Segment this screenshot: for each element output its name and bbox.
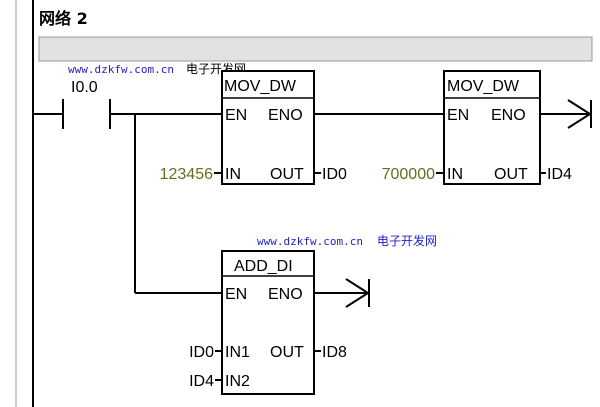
watermark-text: 电子开发网 bbox=[377, 233, 437, 248]
block-2-out: OUT bbox=[494, 166, 528, 183]
network-title: 网络 2 bbox=[39, 9, 88, 28]
network-comment-bar[interactable] bbox=[38, 36, 593, 62]
block-1-out-value[interactable]: ID0 bbox=[322, 166, 347, 183]
block-3-in2: IN2 bbox=[225, 373, 250, 390]
block-2-in-value[interactable]: 700000 bbox=[382, 166, 435, 183]
block-3-out-value[interactable]: ID8 bbox=[322, 344, 347, 361]
block-3-in1-value[interactable]: ID0 bbox=[189, 344, 214, 361]
block-2-out-value[interactable]: ID4 bbox=[547, 166, 572, 183]
watermark-url: www.dzkfw.com.cn bbox=[257, 235, 363, 248]
mov-dw-block-1[interactable] bbox=[221, 70, 315, 185]
add-di-block[interactable] bbox=[221, 250, 315, 395]
block-1-in: IN bbox=[225, 166, 241, 183]
block-2-en: EN bbox=[447, 107, 469, 124]
block-1-name: MOV_DW bbox=[224, 78, 297, 95]
block-1-out: OUT bbox=[270, 166, 304, 183]
block-1-en: EN bbox=[225, 107, 247, 124]
block-1-eno: ENO bbox=[268, 107, 303, 124]
block-2-in: IN bbox=[447, 166, 463, 183]
block-3-in1: IN1 bbox=[225, 344, 250, 361]
left-gutter bbox=[0, 0, 16, 407]
watermark-url: www.dzkfw.com.cn bbox=[68, 63, 174, 76]
block-2-name: MOV_DW bbox=[447, 78, 520, 95]
block-3-eno: ENO bbox=[268, 286, 303, 303]
block-3-out: OUT bbox=[270, 344, 304, 361]
block-1-in-value[interactable]: 123456 bbox=[160, 166, 213, 183]
block-3-name: ADD_DI bbox=[234, 258, 293, 275]
mov-dw-block-2[interactable] bbox=[443, 70, 541, 185]
block-2-eno: ENO bbox=[491, 107, 526, 124]
block-3-in2-value[interactable]: ID4 bbox=[189, 373, 214, 390]
contact-label: I0.0 bbox=[71, 79, 98, 96]
block-3-en: EN bbox=[225, 286, 247, 303]
